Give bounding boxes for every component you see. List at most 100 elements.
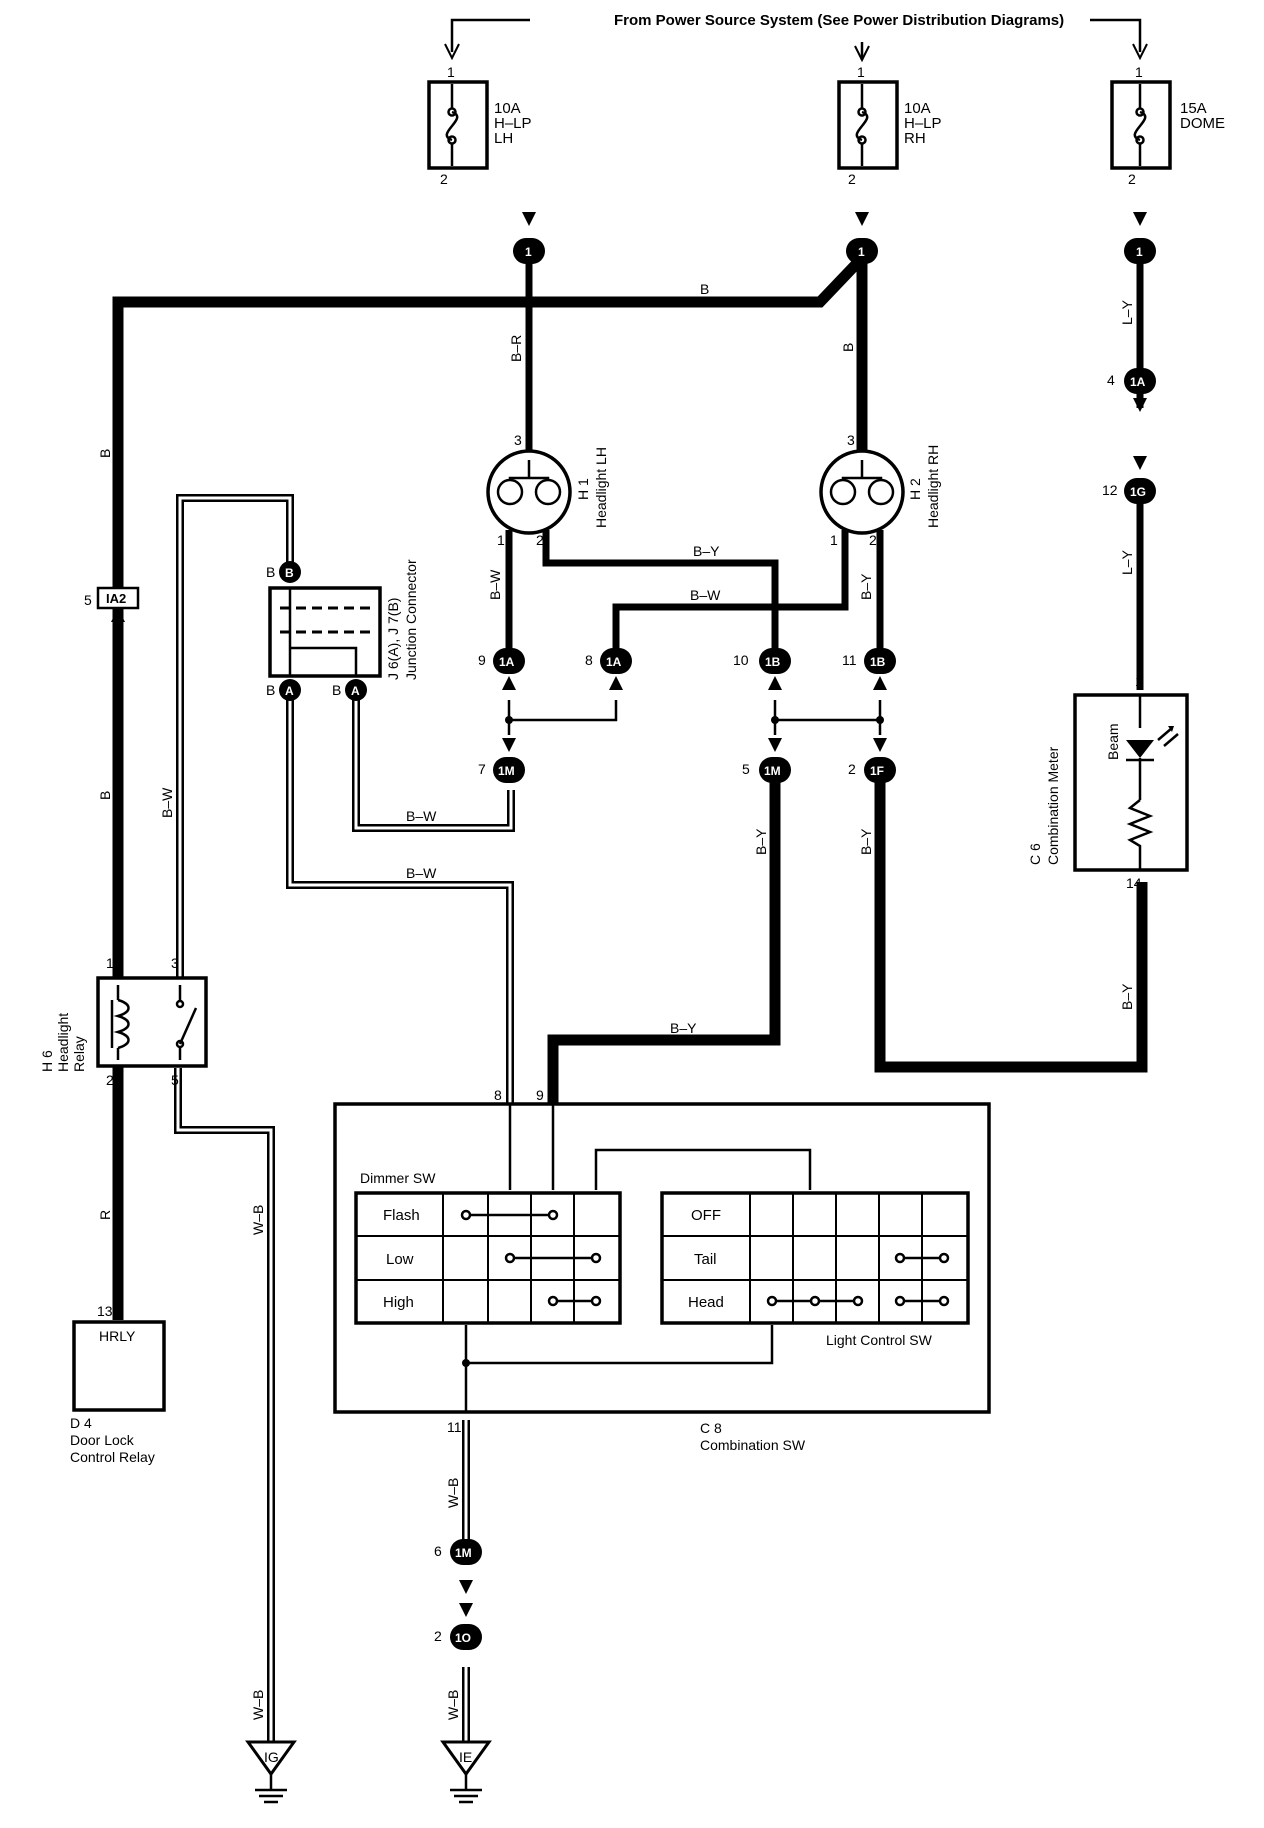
svg-text:B: B	[840, 343, 856, 352]
svg-text:B–Y: B–Y	[1119, 983, 1135, 1010]
svg-text:10: 10	[733, 652, 749, 668]
ground-ig: IG	[245, 1740, 297, 1804]
svg-text:1: 1	[1136, 245, 1143, 259]
svg-text:D 4: D 4	[70, 1415, 92, 1431]
svg-text:10A: 10A	[904, 100, 931, 117]
svg-text:1: 1	[857, 64, 865, 80]
svg-text:OFF: OFF	[691, 1207, 721, 1224]
door-lock-control-relay: 13 HRLY D 4 Door Lock Control Relay	[70, 1303, 166, 1465]
svg-text:9: 9	[478, 652, 486, 668]
svg-text:B–Y: B–Y	[693, 543, 720, 559]
svg-text:11: 11	[842, 652, 857, 668]
svg-text:B: B	[332, 682, 341, 698]
svg-text:1F: 1F	[870, 764, 884, 778]
svg-text:10A: 10A	[494, 100, 521, 117]
svg-text:Tail: Tail	[694, 1251, 717, 1268]
svg-text:Beam: Beam	[1105, 723, 1121, 760]
fuse-dome: 1 15A DOME 2	[1110, 64, 1225, 187]
svg-text:L–Y: L–Y	[1119, 299, 1135, 325]
svg-text:Relay: Relay	[71, 1036, 87, 1072]
svg-text:B: B	[266, 564, 275, 580]
svg-text:Headlight: Headlight	[55, 1013, 71, 1072]
svg-text:2: 2	[848, 761, 856, 777]
fuse-hlp-lh: 1 10A H–LP LH 2	[427, 64, 532, 187]
svg-text:2: 2	[869, 532, 877, 548]
svg-text:1A: 1A	[499, 655, 515, 669]
svg-text:B–R: B–R	[508, 335, 524, 362]
svg-text:B–W: B–W	[406, 865, 437, 881]
svg-text:1: 1	[447, 64, 455, 80]
svg-text:Control Relay: Control Relay	[70, 1449, 155, 1465]
wire-color-labels: B B–R B L–Y L–Y B B B–W B–Y B–W B–Y B–W …	[97, 281, 1135, 1720]
svg-text:1: 1	[830, 532, 838, 548]
wires-thick	[112, 254, 1148, 1320]
svg-text:W–B: W–B	[445, 1478, 461, 1508]
svg-text:Junction Connector: Junction Connector	[403, 559, 419, 680]
power-source-label: From Power Source System (See Power Dist…	[614, 12, 1064, 29]
svg-text:J 6(A), J 7(B): J 6(A), J 7(B)	[385, 598, 401, 680]
svg-text:1M: 1M	[498, 764, 515, 778]
svg-text:2: 2	[536, 532, 544, 548]
svg-text:Combination SW: Combination SW	[700, 1437, 806, 1453]
headlight-rh: 3 1 2 H 2 Headlight RH	[819, 432, 941, 548]
svg-text:1M: 1M	[455, 1546, 472, 1560]
svg-text:9: 9	[536, 1087, 544, 1103]
svg-text:W–B: W–B	[250, 1690, 266, 1720]
svg-text:1: 1	[1135, 673, 1143, 689]
svg-text:H 6: H 6	[39, 1050, 55, 1072]
svg-text:DOME: DOME	[1180, 115, 1225, 132]
svg-text:1M: 1M	[764, 764, 781, 778]
svg-text:2: 2	[106, 1072, 114, 1088]
svg-text:3: 3	[171, 955, 179, 971]
headlight-lh: 3 1 2 H 1 Headlight LH	[486, 432, 609, 548]
svg-text:B–W: B–W	[690, 587, 721, 603]
svg-text:B: B	[700, 281, 709, 297]
svg-text:B–Y: B–Y	[858, 573, 874, 600]
svg-text:8: 8	[585, 652, 593, 668]
svg-text:1G: 1G	[1130, 485, 1146, 499]
svg-text:Flash: Flash	[383, 1207, 420, 1224]
svg-text:Combination Meter: Combination Meter	[1045, 746, 1061, 865]
svg-text:1B: 1B	[765, 655, 781, 669]
arrow-marks	[111, 212, 1147, 1617]
connector-pills: 1 1 1 4 1A 12 1G 5 IA2 9 1A 8 1A 10 1B 1…	[84, 238, 1156, 1650]
svg-text:3: 3	[514, 432, 522, 448]
svg-text:W–B: W–B	[250, 1205, 266, 1235]
svg-text:5: 5	[84, 592, 92, 608]
svg-text:IA2: IA2	[106, 591, 126, 606]
svg-text:Head: Head	[688, 1294, 724, 1311]
svg-text:IG: IG	[264, 1749, 279, 1765]
power-source-line: From Power Source System (See Power Dist…	[444, 12, 1148, 63]
svg-text:7: 7	[478, 761, 486, 777]
svg-text:B: B	[97, 791, 113, 800]
wires-double	[174, 494, 515, 1742]
svg-text:5: 5	[742, 761, 750, 777]
svg-text:2: 2	[1128, 171, 1136, 187]
svg-text:C 6: C 6	[1027, 843, 1043, 865]
svg-text:Low: Low	[386, 1251, 414, 1268]
svg-text:B: B	[285, 566, 294, 580]
svg-text:B–Y: B–Y	[670, 1020, 697, 1036]
svg-text:1: 1	[858, 245, 865, 259]
fuse-hlp-rh: 1 10A H–LP RH 2	[837, 64, 942, 187]
svg-text:R: R	[97, 1210, 113, 1220]
combination-meter: 1 Beam 14 C 6 Combination Meter	[1027, 673, 1189, 891]
svg-text:13: 13	[97, 1303, 113, 1319]
svg-text:B: B	[266, 682, 275, 698]
svg-text:1: 1	[497, 532, 505, 548]
svg-text:8: 8	[494, 1087, 502, 1103]
svg-text:H–LP: H–LP	[494, 115, 532, 132]
combination-switch: 8 9 11 Dimmer SW Flash Low High OFF Tail…	[333, 1087, 991, 1453]
svg-text:B–W: B–W	[487, 569, 503, 600]
svg-text:15A: 15A	[1180, 100, 1207, 117]
svg-text:1: 1	[525, 245, 532, 259]
wires-thin	[505, 700, 884, 735]
svg-text:L–Y: L–Y	[1119, 549, 1135, 575]
svg-text:12: 12	[1102, 482, 1118, 498]
svg-text:Dimmer SW: Dimmer SW	[360, 1170, 436, 1186]
junction-connector: B B B A B A J 6(A), J 7(B) Junction Conn…	[266, 559, 419, 701]
svg-text:High: High	[383, 1294, 414, 1311]
headlight-relay: 1 3 2 5 H 6 Headlight Relay	[39, 955, 208, 1088]
svg-text:B–Y: B–Y	[753, 828, 769, 855]
svg-text:14: 14	[1126, 875, 1142, 891]
